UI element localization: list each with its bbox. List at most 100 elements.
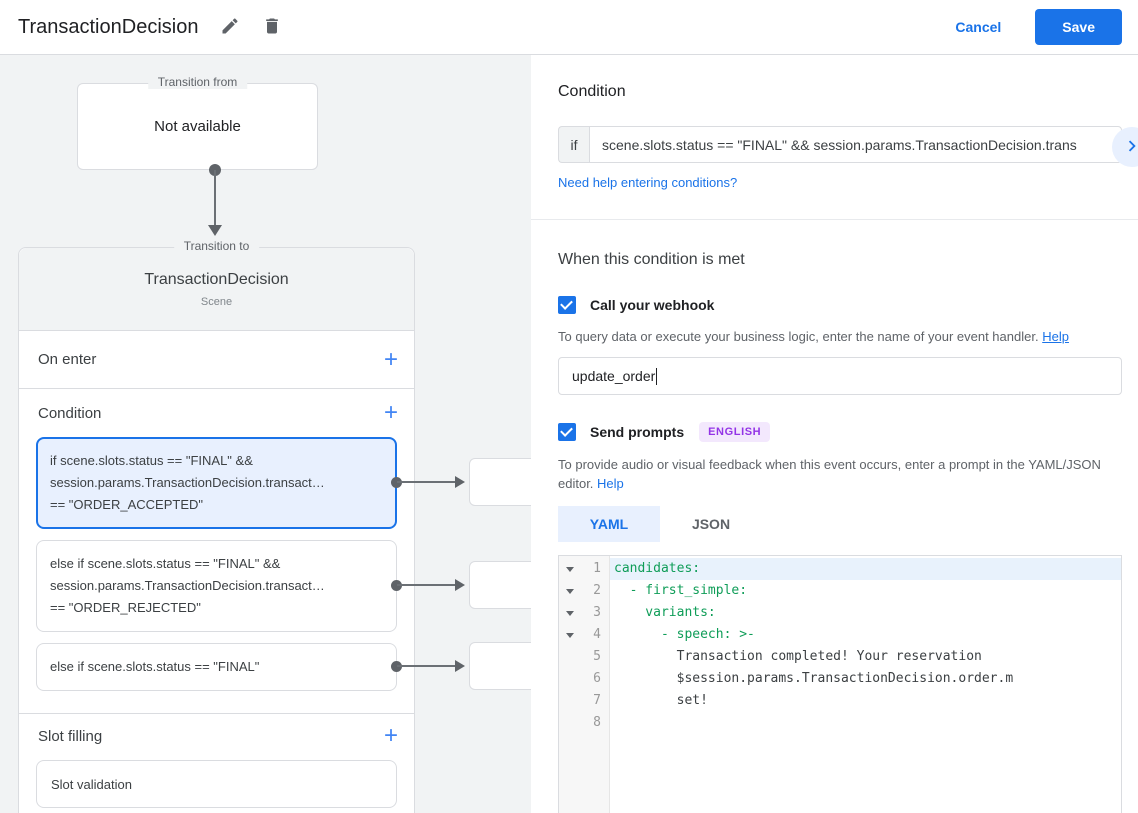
text-cursor	[656, 367, 658, 385]
condition-help-link[interactable]: Need help entering conditions?	[558, 175, 738, 190]
on-enter-section: On enter +	[19, 331, 414, 388]
connector-line	[397, 584, 456, 586]
line-number: 3	[593, 605, 601, 620]
cancel-button[interactable]: Cancel	[955, 19, 1002, 35]
condition-item-selected[interactable]: if scene.slots.status == "FINAL" && sess…	[36, 437, 397, 529]
pencil-icon	[220, 16, 240, 39]
app-bar: TransactionDecision Cancel Save	[0, 0, 1138, 55]
fold-arrow-icon[interactable]	[566, 610, 574, 616]
prompts-help-link[interactable]: Help	[597, 476, 624, 491]
webhook-checkbox-row: Call your webhook	[558, 296, 1122, 314]
add-on-enter-button[interactable]: +	[383, 345, 398, 373]
line-number: 7	[593, 693, 601, 708]
arrow-right-icon	[455, 660, 465, 672]
webhook-helper-text: To query data or execute your business l…	[558, 327, 1122, 346]
condition-line: else if scene.slots.status == "FINAL"	[50, 659, 260, 674]
condition-section: Condition + if scene.slots.status == "FI…	[19, 389, 414, 713]
when-condition-title: When this condition is met	[558, 251, 745, 268]
code-line: set!	[614, 693, 708, 708]
add-condition-button[interactable]: +	[383, 399, 398, 426]
arrow-down-icon	[208, 225, 222, 236]
code-line: - first_simple:	[614, 583, 748, 598]
connector-dot	[391, 477, 402, 488]
prompts-label: Send prompts	[590, 424, 685, 440]
condition-line: session.params.TransactionDecision.trans…	[50, 578, 325, 593]
transition-target-node[interactable]	[469, 642, 531, 690]
page-title: TransactionDecision	[18, 15, 199, 38]
transition-from-legend: Transition from	[147, 75, 248, 89]
fold-arrow-icon[interactable]	[566, 588, 574, 594]
section-divider	[19, 713, 414, 714]
code-line: - speech: >-	[614, 627, 755, 642]
condition-line: == "ORDER_REJECTED"	[50, 600, 201, 615]
connector-dot	[391, 661, 402, 672]
if-prefix-label: if	[558, 126, 589, 163]
transition-to-legend: Transition to	[173, 239, 260, 253]
tab-json[interactable]: JSON	[660, 506, 762, 542]
tab-yaml[interactable]: YAML	[558, 506, 660, 542]
connector-dot	[391, 580, 402, 591]
condition-line: session.params.TransactionDecision.trans…	[50, 475, 325, 490]
webhook-helper: To query data or execute your business l…	[558, 329, 1039, 344]
code-line: Transaction completed! Your reservation	[614, 649, 982, 664]
fold-arrow-icon[interactable]	[566, 566, 574, 572]
slot-validation-item[interactable]: Slot validation	[36, 760, 397, 808]
condition-expression-input[interactable]: scene.slots.status == "FINAL" && session…	[589, 126, 1122, 163]
condition-expression-row: if scene.slots.status == "FINAL" && sess…	[558, 126, 1122, 163]
code-line: $session.params.TransactionDecision.orde…	[614, 671, 1014, 686]
chevron-right-icon	[1121, 135, 1138, 160]
transition-target-node[interactable]	[469, 561, 531, 609]
panel-title: Condition	[558, 83, 626, 100]
trash-icon	[262, 16, 282, 39]
condition-label: Condition	[38, 404, 102, 422]
add-slot-button[interactable]: +	[383, 722, 398, 749]
slot-filling-label: Slot filling	[38, 727, 103, 745]
transition-from-node: Transition from Not available	[77, 75, 318, 170]
section-divider	[19, 388, 414, 389]
connector-line	[214, 170, 216, 226]
line-number: 6	[593, 671, 601, 686]
webhook-checkbox[interactable]	[558, 296, 576, 314]
on-enter-label: On enter	[38, 351, 97, 368]
scene-flow-canvas: Transition from Not available Transition…	[0, 55, 531, 813]
code-line	[610, 712, 1121, 734]
connector-line	[397, 481, 456, 483]
language-badge: ENGLISH	[699, 422, 771, 442]
line-number: 8	[593, 715, 601, 730]
connector-line	[397, 665, 456, 667]
yaml-code-editor[interactable]: 1 2 3 4 5 6 7 8 candidates: - first_simp…	[558, 555, 1122, 813]
arrow-right-icon	[455, 476, 465, 488]
condition-line: else if scene.slots.status == "FINAL" &&	[50, 556, 281, 571]
collapse-panel-button[interactable]	[1112, 127, 1138, 167]
event-handler-value: update_order	[572, 368, 656, 384]
prompts-checkbox-row: Send prompts ENGLISH	[558, 422, 1122, 442]
prompts-helper-text: To provide audio or visual feedback when…	[558, 455, 1122, 493]
event-handler-input[interactable]: update_order	[558, 357, 1122, 395]
condition-item[interactable]: else if scene.slots.status == "FINAL" &&…	[36, 540, 397, 632]
condition-detail-panel: Condition if scene.slots.status == "FINA…	[531, 55, 1138, 813]
save-button[interactable]: Save	[1035, 9, 1122, 45]
transition-target-node[interactable]	[469, 458, 531, 506]
arrow-right-icon	[455, 579, 465, 591]
scene-name: TransactionDecision	[144, 271, 289, 288]
webhook-label: Call your webhook	[590, 297, 715, 313]
slot-filling-section: Slot filling +	[19, 714, 414, 758]
webhook-help-link[interactable]: Help	[1042, 329, 1069, 344]
editor-gutter: 1 2 3 4 5 6 7 8	[559, 556, 610, 813]
line-number: 2	[593, 583, 601, 598]
editor-tabs: YAML JSON	[558, 506, 1122, 542]
condition-item[interactable]: else if scene.slots.status == "FINAL"	[36, 643, 397, 691]
fold-arrow-icon[interactable]	[566, 632, 574, 638]
condition-line: == "ORDER_ACCEPTED"	[50, 497, 203, 512]
transition-to-card: Transition to TransactionDecision Scene …	[18, 239, 415, 813]
delete-scene-button[interactable]	[262, 16, 282, 39]
prompts-helper-line1: To provide audio or visual feedback when…	[558, 457, 1101, 472]
code-line: candidates:	[610, 558, 1121, 580]
scene-card-header: TransactionDecision Scene	[19, 248, 414, 331]
line-number: 5	[593, 649, 601, 664]
editor-code-area[interactable]: candidates: - first_simple: variants: - …	[610, 556, 1121, 813]
edit-scene-button[interactable]	[220, 16, 240, 39]
code-line: variants:	[614, 605, 716, 620]
scene-type-label: Scene	[200, 296, 233, 308]
prompts-checkbox[interactable]	[558, 423, 576, 441]
